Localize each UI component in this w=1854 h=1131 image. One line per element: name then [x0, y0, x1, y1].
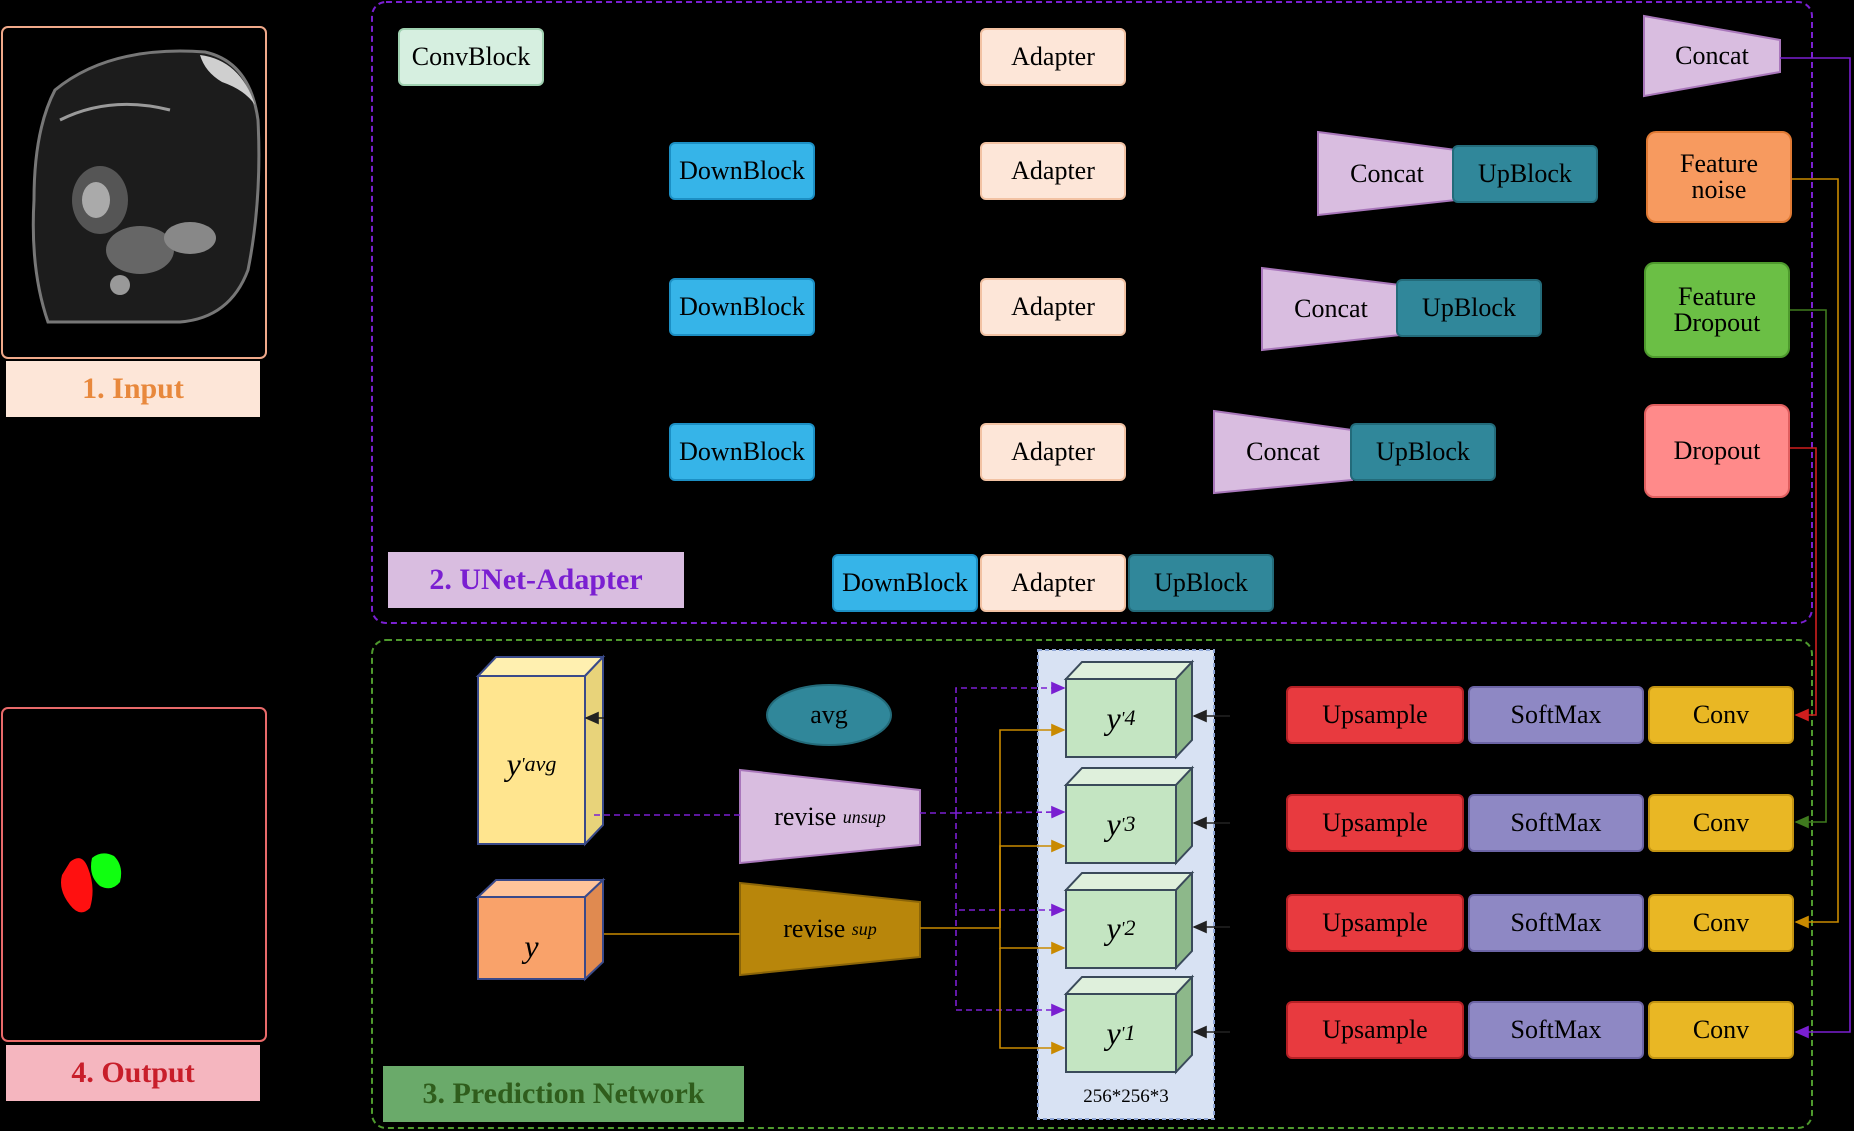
adapter-0: Adapter — [980, 28, 1126, 86]
y1-cube — [1063, 974, 1195, 1075]
softmax-2: SoftMax — [1468, 794, 1644, 852]
feature-noise-line2: noise — [1691, 175, 1747, 204]
input-label: 1. Input — [6, 361, 260, 417]
up-block-bottleneck: UpBlock — [1128, 554, 1274, 612]
input-mri-image — [31, 49, 261, 324]
down-block-3: DownBlock — [669, 423, 815, 481]
conv-3: Conv — [1648, 894, 1794, 952]
down-block-2: DownBlock — [669, 278, 815, 336]
unet-adapter-label: 2. UNet-Adapter — [388, 552, 684, 608]
concat-shape-top — [1643, 14, 1781, 98]
up-block-1: UpBlock — [1452, 145, 1598, 203]
prediction-network-label: 3. Prediction Network — [383, 1066, 744, 1122]
adapter-1: Adapter — [980, 142, 1126, 200]
softmax-3: SoftMax — [1468, 894, 1644, 952]
softmax-4: SoftMax — [1468, 1001, 1644, 1059]
y2-cube — [1063, 870, 1195, 971]
y-avg-cube — [475, 654, 606, 847]
revise-unsup-shape — [739, 768, 921, 865]
adapter-3: Adapter — [980, 423, 1126, 481]
feature-dropout-box: Feature Dropout — [1644, 262, 1790, 358]
conv-4: Conv — [1648, 1001, 1794, 1059]
unsup-dashed-wires — [594, 681, 1066, 1017]
up-block-3: UpBlock — [1350, 423, 1496, 481]
input-panel — [1, 26, 267, 359]
y-gt-cube — [475, 877, 606, 982]
unet-adapter-panel — [371, 1, 1813, 624]
down-block-bottleneck: DownBlock — [832, 554, 978, 612]
upsample-4: Upsample — [1286, 1001, 1464, 1059]
feature-dropout-line1: Feature — [1678, 282, 1756, 311]
avg-ellipse — [766, 684, 892, 746]
upsample-3: Upsample — [1286, 894, 1464, 952]
adapter-bottleneck: Adapter — [980, 554, 1126, 612]
output-label: 4. Output — [6, 1045, 260, 1101]
adapter-2: Adapter — [980, 278, 1126, 336]
revise-sup-shape — [739, 881, 921, 977]
sup-wires — [604, 723, 1066, 1055]
concat-shape-2 — [1261, 266, 1401, 352]
feature-dropout-line2: Dropout — [1673, 308, 1761, 337]
cube-input-arrows — [584, 709, 1230, 1039]
feature-noise-box: Feature noise — [1646, 131, 1792, 223]
concat-shape-1 — [1317, 130, 1457, 217]
softmax-1: SoftMax — [1468, 686, 1644, 744]
upsample-1: Upsample — [1286, 686, 1464, 744]
down-block-1: DownBlock — [669, 142, 815, 200]
conv-2: Conv — [1648, 794, 1794, 852]
concat-shape-3 — [1213, 409, 1353, 495]
upsample-2: Upsample — [1286, 794, 1464, 852]
conv-block: ConvBlock — [398, 28, 544, 86]
y3-cube — [1063, 765, 1195, 866]
prediction-network-panel — [371, 639, 1813, 1129]
dropout-box: Dropout — [1644, 404, 1790, 498]
output-panel — [1, 707, 267, 1042]
feature-noise-line1: Feature — [1680, 149, 1758, 178]
y4-cube — [1063, 659, 1195, 760]
output-segmentation — [61, 853, 122, 913]
conv-1: Conv — [1648, 686, 1794, 744]
perturbation-wires — [1780, 57, 1851, 1039]
up-block-2: UpBlock — [1396, 279, 1542, 337]
